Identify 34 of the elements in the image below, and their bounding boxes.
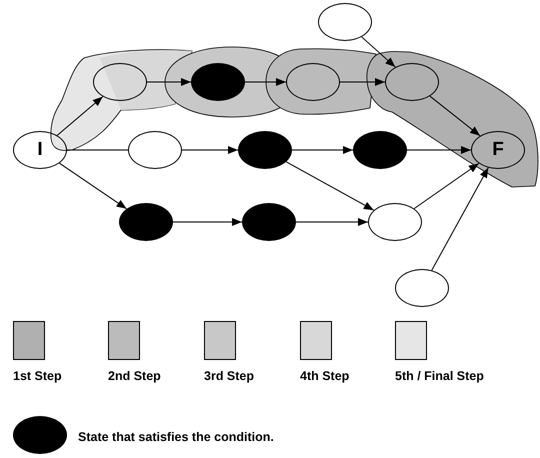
legend-label: 3rd Step: [204, 369, 254, 383]
arrow: [429, 96, 481, 136]
arrow: [292, 146, 354, 154]
legend-label: 2nd Step: [108, 369, 161, 383]
legend-label: 4th Step: [300, 369, 350, 383]
arrow: [146, 78, 192, 86]
state-ellipse: I: [13, 131, 67, 169]
arrow: [361, 36, 396, 68]
arrow: [58, 162, 128, 210]
state-ellipse: [368, 203, 422, 241]
state-ellipse: [318, 3, 372, 41]
arrow: [172, 218, 242, 226]
arrow: [406, 146, 472, 154]
filled-state-ellipse: [119, 203, 173, 241]
state-ellipse: [93, 63, 147, 101]
filled-state-ellipse: [242, 203, 296, 241]
state-ellipse: [395, 269, 449, 307]
arrow: [244, 78, 286, 86]
arrow: [286, 161, 374, 211]
state-ellipse: [385, 63, 439, 101]
state-ellipse: [128, 131, 182, 169]
arrow: [414, 162, 480, 210]
arrow: [431, 167, 489, 271]
arrow: [56, 96, 104, 136]
legend-label: 5th / Final Step: [395, 369, 484, 383]
legend-label: 1st Step: [13, 369, 62, 383]
arrow: [296, 218, 368, 226]
filled-state-ellipse: [238, 131, 292, 169]
filled-state-ellipse: [353, 131, 407, 169]
legend-label: State that satisfies the condition.: [78, 430, 274, 444]
state-ellipse: [286, 63, 340, 101]
arrow: [182, 146, 238, 154]
arrow: [340, 78, 386, 86]
state-ellipse: F: [471, 131, 525, 169]
